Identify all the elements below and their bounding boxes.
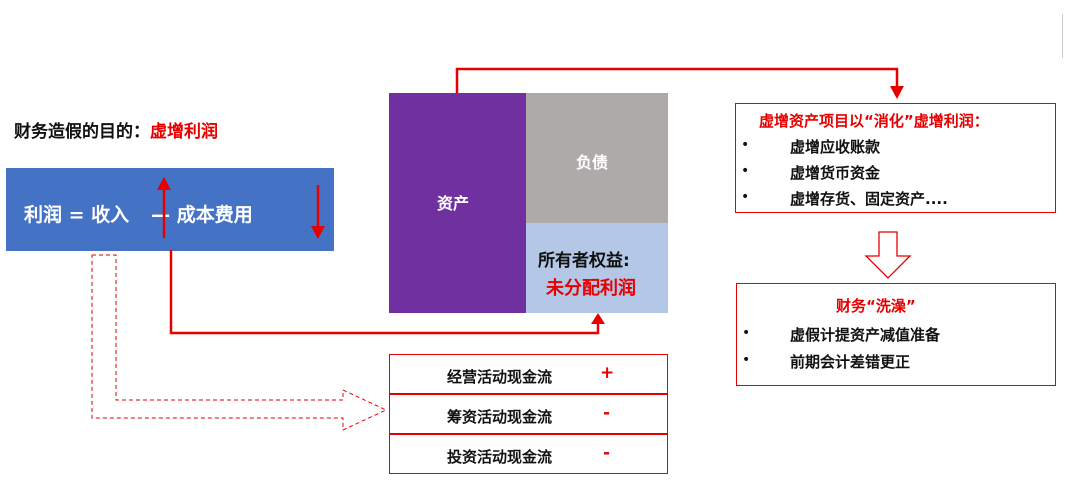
assets-to-inflate-arrow xyxy=(455,67,904,99)
cash-flow-row-financing xyxy=(389,394,668,434)
cash-flow-label: 筹资活动现金流 xyxy=(447,408,553,426)
big-bath-box xyxy=(736,283,1056,386)
profit-formula-box xyxy=(6,168,334,251)
cash-flow-sign: - xyxy=(603,403,611,423)
list-item: 虚增存货、固定资产.... xyxy=(790,190,948,208)
bullet-dot: • xyxy=(741,137,750,153)
equity-label: 所有者权益: xyxy=(538,251,630,271)
purpose-heading: 财务造假的目的：虚增利润 xyxy=(14,117,218,142)
list-item: 虚增应收账款 xyxy=(790,138,881,156)
revenue-up-arrow xyxy=(157,177,171,238)
undistributed-profit-label: 未分配利润 xyxy=(546,278,636,299)
profit-formula: 利润 = 收入 — 成本费用 xyxy=(24,200,253,227)
hollow-down-arrow xyxy=(864,231,912,279)
cash-flow-row-investing xyxy=(389,434,668,474)
inflate-assets-box xyxy=(735,103,1056,213)
bullet-dot: • xyxy=(742,352,751,368)
list-item: 虚增货币资金 xyxy=(790,164,881,182)
purpose-prefix: 财务造假的目的： xyxy=(14,122,150,142)
inflate-assets-title: 虚增资产项目以“消化”虚增利润： xyxy=(759,112,989,130)
purpose-highlight: 虚增利润 xyxy=(150,122,218,142)
assets-label: 资产 xyxy=(437,194,470,213)
liabilities-label: 负债 xyxy=(576,153,609,172)
formula-minus-cost: — 成本费用 xyxy=(151,204,253,226)
cash-flow-label: 经营活动现金流 xyxy=(447,368,553,386)
big-bath-title: 财务“洗澡” xyxy=(836,297,916,315)
bullet-dot: • xyxy=(742,325,751,341)
equity-block xyxy=(526,223,668,313)
liabilities-block xyxy=(526,93,668,223)
cash-flow-sign: + xyxy=(600,363,615,383)
corner-divider xyxy=(1062,14,1063,58)
cash-flow-label: 投资活动现金流 xyxy=(447,448,553,466)
assets-block xyxy=(389,93,526,313)
profit-to-cashflow-arrow xyxy=(91,254,388,431)
cost-down-arrow xyxy=(311,185,325,239)
list-item: 前期会计差错更正 xyxy=(790,353,911,371)
list-item: 虚假计提资产减值准备 xyxy=(790,326,941,344)
formula-profit-revenue: 利润 = 收入 xyxy=(24,204,130,226)
bullet-dot: • xyxy=(741,189,750,205)
bullet-dot: • xyxy=(741,163,750,179)
profit-to-equity-arrow xyxy=(169,250,605,335)
cash-flow-row-operating xyxy=(389,354,668,394)
cash-flow-sign: - xyxy=(603,443,611,463)
